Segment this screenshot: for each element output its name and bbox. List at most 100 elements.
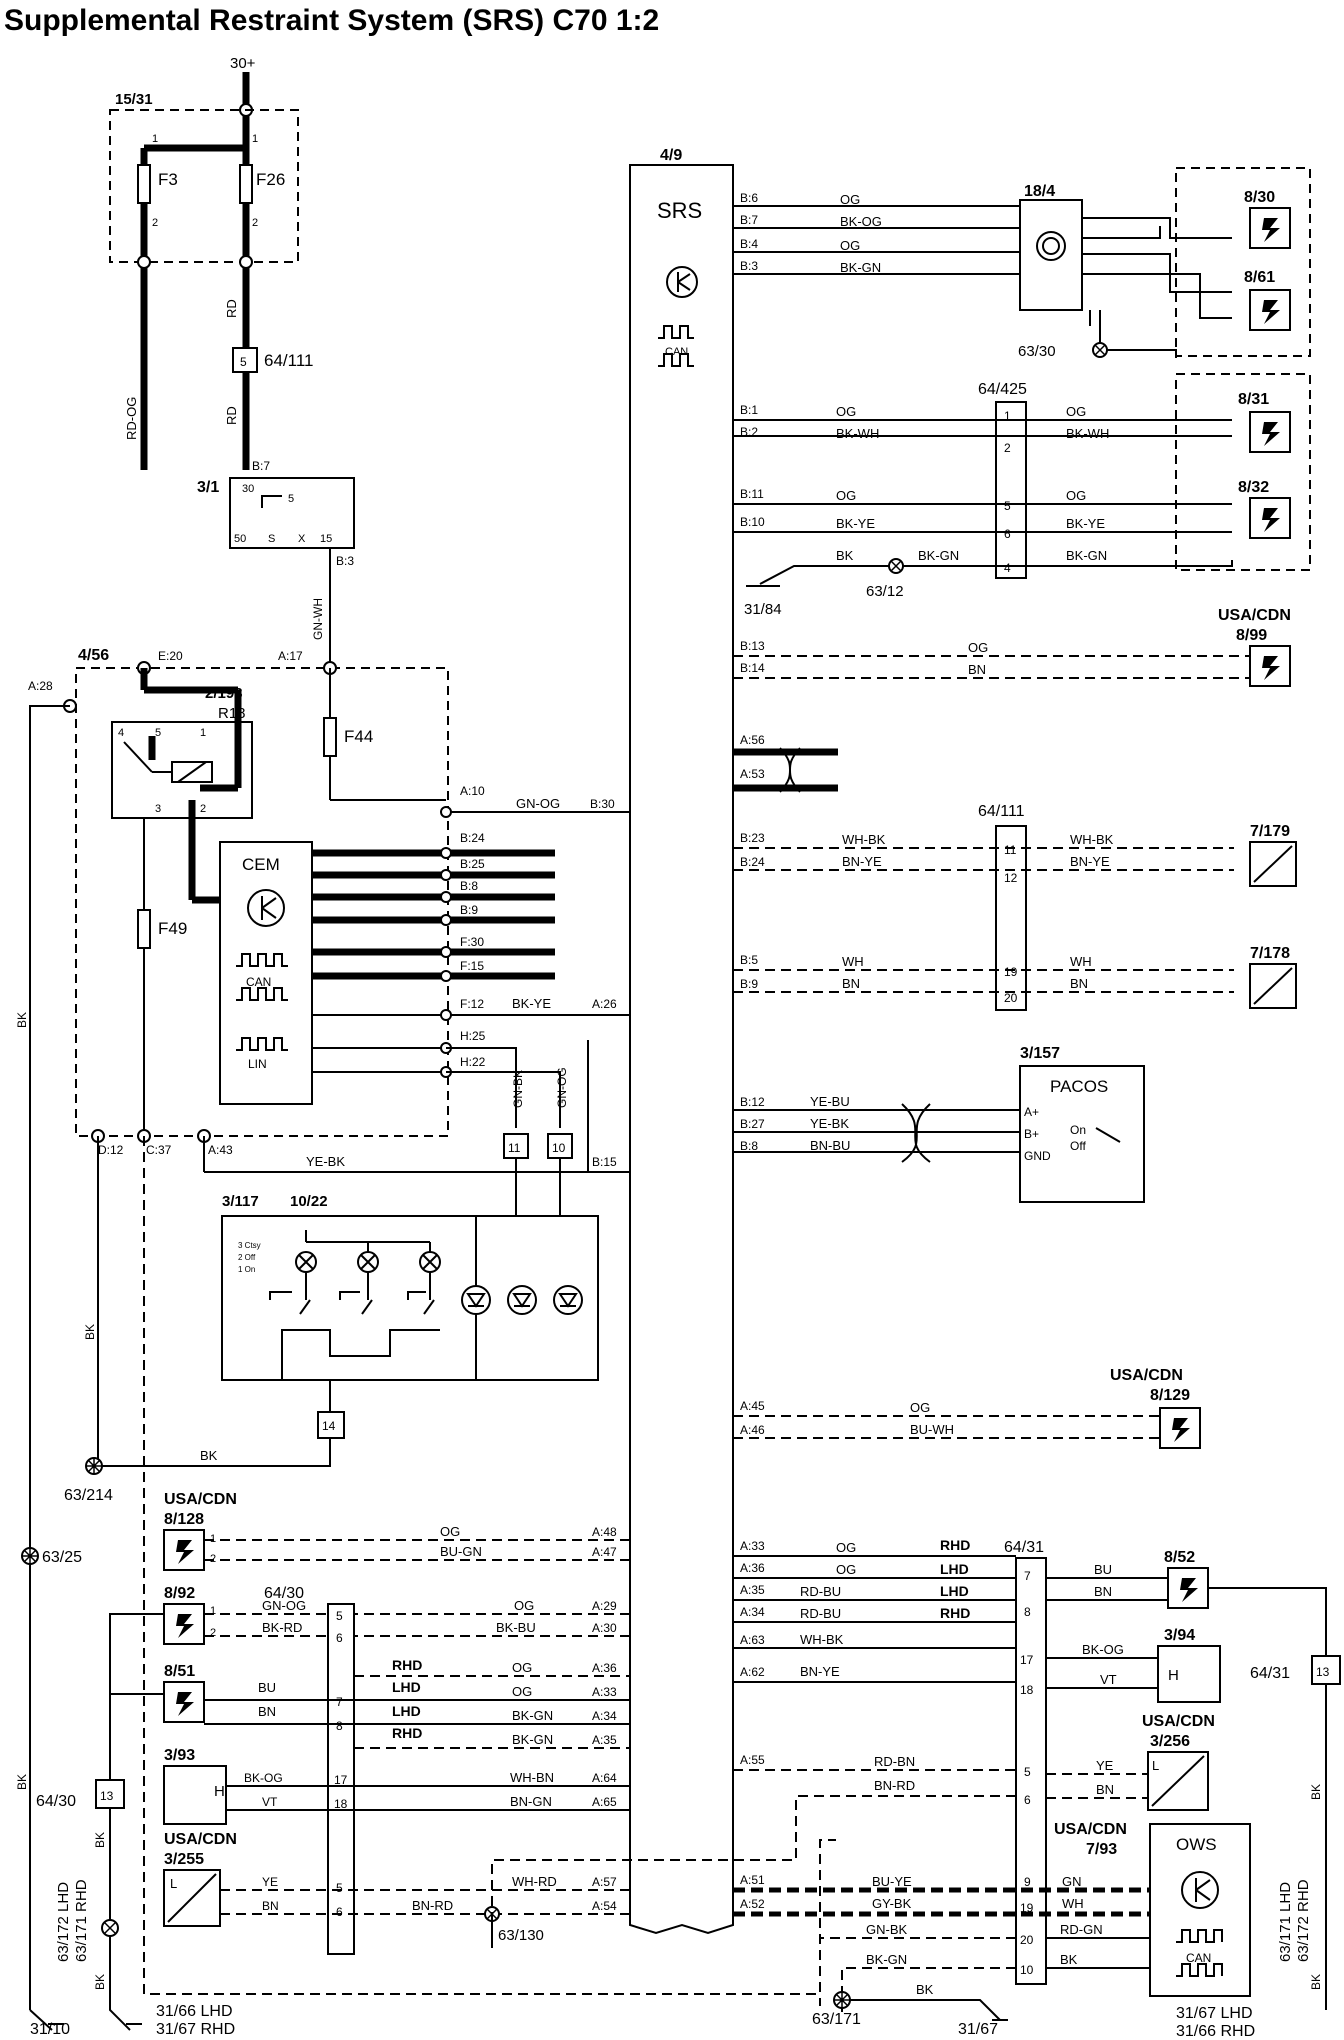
squib-icon (1180, 1578, 1198, 1602)
ground-31-67: 31/67 (958, 2021, 998, 2038)
wire-bu: BU (258, 1680, 276, 1695)
led-icon (461, 1285, 491, 1315)
pin: A:36 (740, 1561, 765, 1575)
switch-panel-ref2: 10/22 (290, 1193, 328, 1210)
wire-og: OG (836, 488, 856, 503)
legend: 3 Ctsy (238, 1241, 261, 1250)
sensor-3-94-ref: 3/94 (1164, 1627, 1195, 1644)
pin: 1 (152, 133, 158, 145)
wire-gn-og: GN-OG (262, 1598, 306, 1613)
wire-bk: BK (916, 1982, 934, 1997)
wire-bn-rd: BN-RD (874, 1778, 915, 1793)
pin: B:27 (740, 1117, 765, 1131)
wire-bk-gn: BK-GN (918, 548, 959, 563)
connector-64-111-label: 64/111 (264, 351, 313, 370)
svg-text:19: 19 (1004, 965, 1018, 979)
ground-63-25: 63/25 (42, 1549, 82, 1566)
pin: GND (1024, 1149, 1051, 1163)
sensor-3-94 (1157, 1645, 1221, 1703)
wire-bk: BK (93, 1832, 107, 1848)
pin: A:62 (740, 1665, 765, 1679)
wire-bk: BK (1309, 1784, 1323, 1800)
usa-cdn-label: USA/CDN (1218, 607, 1291, 624)
pin: F:30 (460, 935, 484, 949)
pin: B:15 (592, 1155, 617, 1169)
wire-bn-ye: BN-YE (800, 1664, 840, 1679)
left-grounds: BK BK 63/214 63/25 BK 31/10 31/66 LHD 31… (15, 705, 836, 2038)
airbag-8-128-ref: 8/128 (164, 1511, 204, 1528)
ground-31-66: 31/66 LHD (156, 2003, 233, 2020)
pin: A:54 (592, 1899, 617, 1913)
ground-31-66-rhd: 31/66 RHD (1176, 2023, 1255, 2040)
pacos-ref: 3/157 (1020, 1045, 1060, 1062)
wire-bk-og: BK-OG (244, 1771, 283, 1785)
can-signal-icon (658, 325, 694, 339)
ground-63-12: 63/12 (866, 583, 904, 600)
ignition-ref: 3/1 (197, 479, 219, 496)
wire-bk: BK (836, 548, 854, 563)
pin: B:9 (460, 903, 478, 917)
right-8-99: USA/CDN 8/99 B:13 B:14 OG BN (733, 607, 1291, 687)
airbag-8-92-ref: 8/92 (164, 1585, 195, 1602)
wire-og: OG (968, 640, 988, 655)
wire-og: OG (512, 1660, 532, 1675)
clockspring-ref: 18/4 (1024, 183, 1055, 200)
pin: B:8 (740, 1139, 758, 1153)
ows-module (1149, 1823, 1251, 1997)
wire-bn: BN (1070, 976, 1088, 991)
connector-64-30 (327, 1603, 355, 1955)
pin: A:26 (592, 997, 617, 1011)
pin: B:8 (460, 879, 478, 893)
sensor-3-93 (163, 1765, 227, 1825)
lamp-icon (419, 1251, 441, 1273)
airbag-8-52-ref: 8/52 (1164, 1549, 1195, 1566)
pin: A:55 (740, 1753, 765, 1767)
wire-rd-og: RD-OG (124, 397, 139, 440)
wire-bn: BN (1094, 1584, 1112, 1599)
pin: A:34 (740, 1605, 765, 1619)
wire-bn-ye: BN-YE (842, 854, 882, 869)
pin: B:14 (740, 661, 765, 675)
rhd-label: RHD (940, 1605, 970, 1621)
ows-label: OWS (1176, 1835, 1217, 1854)
svg-text:10: 10 (1020, 1963, 1034, 1977)
pin: B:2 (740, 425, 758, 439)
switch-panel-ref: 3/117 (222, 1193, 259, 1210)
ground-icon (85, 1457, 103, 1475)
ground-31-10: 31/10 (30, 2021, 70, 2038)
pin: 2 (200, 803, 206, 815)
svg-text:7: 7 (336, 1695, 343, 1709)
wire-rd: RD (224, 299, 239, 318)
pin: B:7 (740, 213, 758, 227)
ground-icon (21, 1547, 39, 1565)
wire-bn: BN (258, 1704, 276, 1719)
pin: A:29 (592, 1599, 617, 1613)
pin: B:23 (740, 831, 765, 845)
pin: A:65 (592, 1795, 617, 1809)
svg-text:12: 12 (1004, 871, 1018, 885)
svg-text:6: 6 (1004, 527, 1011, 541)
squib-icon (1172, 1418, 1190, 1442)
wire-bn: BN (968, 662, 986, 677)
lamp-icon (357, 1251, 379, 1273)
wire-vt: VT (262, 1795, 278, 1809)
ground-label: 63/172 LHD (55, 1882, 72, 1962)
wire-bn-gn: BN-GN (510, 1794, 552, 1809)
wire-bk-ye: BK-YE (512, 996, 551, 1011)
pacos-on: On (1070, 1123, 1086, 1137)
usa-cdn-label: USA/CDN (1054, 1821, 1127, 1838)
wire-wh-bk: WH-BK (800, 1632, 844, 1647)
left-components: USA/CDN 8/128 12 OG BU-GN A:48 A:47 8/92… (109, 1491, 630, 1955)
pin: 15 (320, 533, 332, 545)
squib-icon (1262, 422, 1280, 446)
svg-text:5: 5 (336, 1609, 343, 1623)
pin: B:7 (252, 459, 270, 473)
sensor-symbol: L (170, 1876, 177, 1891)
ground-label: 63/171 LHD (1277, 1882, 1294, 1962)
sensor-3-255-ref: 3/255 (164, 1851, 204, 1868)
led-icon (553, 1285, 583, 1315)
wire-og: OG (836, 404, 856, 419)
connector-64-111-label: 64/111 (978, 803, 1025, 820)
cem-ref: 4/56 (78, 647, 109, 664)
wire-wh: WH (1070, 954, 1092, 969)
